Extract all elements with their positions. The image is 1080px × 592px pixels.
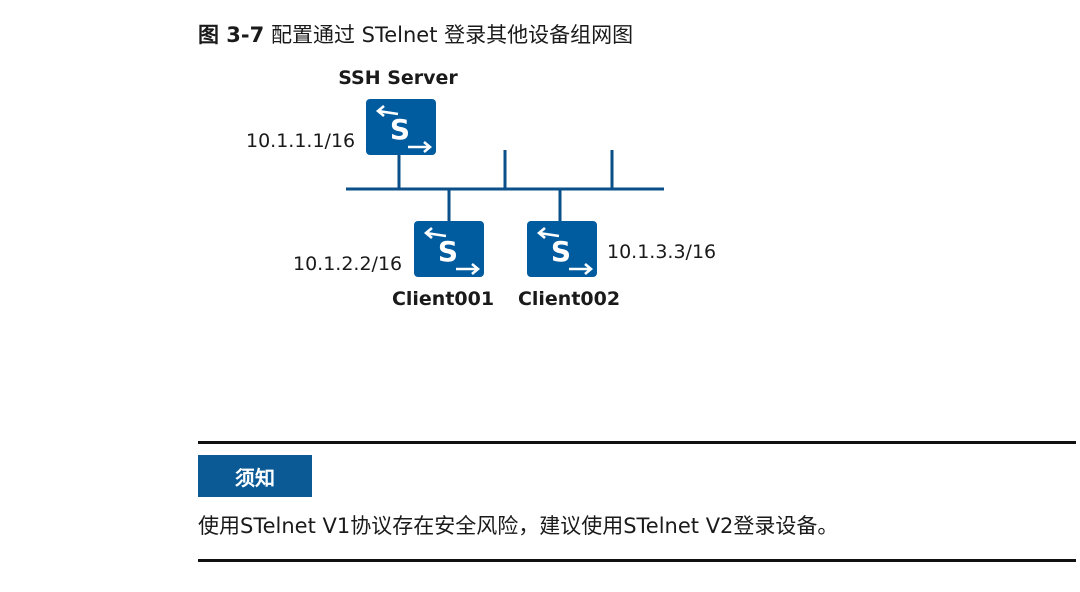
ssh-server-device: S <box>364 97 438 157</box>
network-diagram: S SSH Server 10.1.1.1/16 S 10.1.2.2/16 C… <box>246 67 716 310</box>
figure-number: 图 3-7 <box>198 23 265 47</box>
notice-bottom-rule <box>198 559 1076 562</box>
server-name: SSH Server <box>338 67 458 89</box>
figure-caption: 图 3-7 配置通过 STelnet 登录其他设备组网图 <box>198 20 633 50</box>
server-ip: 10.1.1.1/16 <box>246 130 355 152</box>
client002-name: Client002 <box>518 288 620 310</box>
notice-top-rule <box>198 441 1076 444</box>
figure-title: 配置通过 STelnet 登录其他设备组网图 <box>270 23 634 47</box>
device-glyph: S <box>438 235 458 268</box>
client002-device: S <box>525 219 599 279</box>
client001-ip: 10.1.2.2/16 <box>293 253 402 275</box>
client001-name: Client001 <box>392 288 494 310</box>
device-glyph: S <box>390 113 410 146</box>
client002-ip: 10.1.3.3/16 <box>607 241 716 263</box>
notice-badge: 须知 <box>198 455 312 497</box>
notice-text: 使用STelnet V1协议存在安全风险，建议使用STelnet V2登录设备。 <box>198 514 839 538</box>
client001-device: S <box>412 219 486 279</box>
device-glyph: S <box>551 235 571 268</box>
